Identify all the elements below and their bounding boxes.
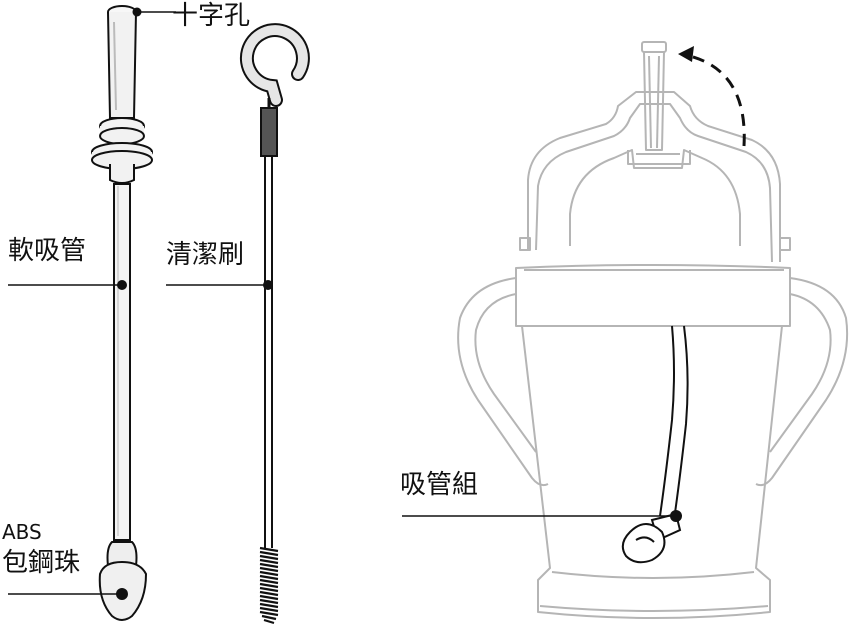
rotate-arrow	[689, 54, 746, 147]
label-straw-set: 吸管組	[400, 470, 479, 500]
inner-weight	[621, 512, 682, 564]
straw-set-dot	[670, 510, 682, 522]
inner-straw	[659, 325, 689, 521]
cleaning-brush-dot	[263, 280, 273, 290]
soft-straw-illustration	[91, 5, 153, 621]
straw-cup-illustration	[457, 41, 849, 619]
cleaning-brush-illustration	[239, 23, 310, 548]
rotate-arrowhead	[678, 46, 694, 62]
soft-straw-dot	[117, 280, 127, 290]
label-abs: ABS	[2, 520, 42, 544]
label-steel-ball: 包鋼珠	[2, 548, 81, 578]
steel-ball-dot	[116, 588, 128, 600]
label-soft-straw: 軟吸管	[8, 236, 87, 266]
brush-bristles	[259, 546, 279, 625]
label-cleaning-brush: 清潔刷	[166, 240, 245, 270]
label-cross-hole: 十字孔	[172, 1, 251, 31]
